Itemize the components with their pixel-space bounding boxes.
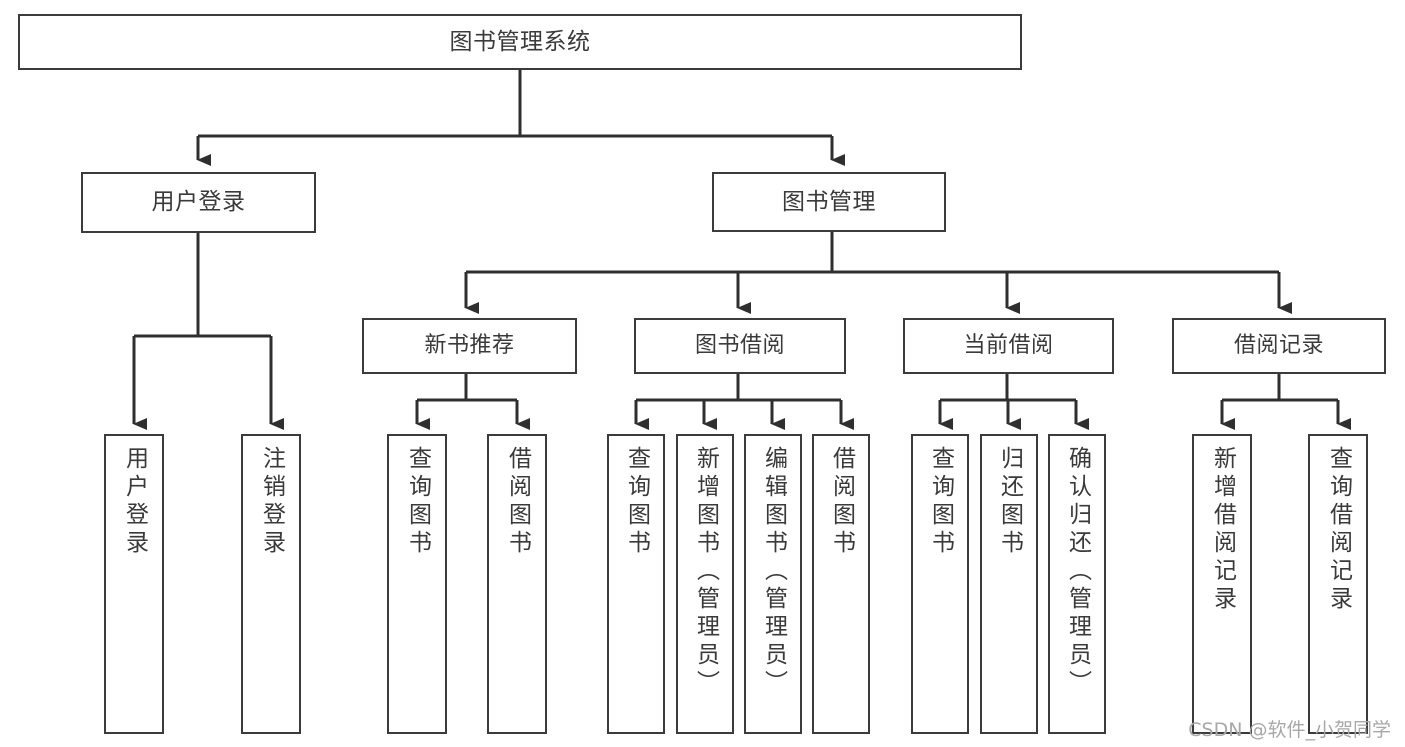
node-book-manage[interactable]: 图书管理 <box>712 172 946 232</box>
leaf-br-query-record[interactable]: 查询借阅记录 <box>1308 434 1368 734</box>
leaf-nb-borrow-book[interactable]: 借阅图书 <box>487 434 547 734</box>
node-new-book-recommend-label: 新书推荐 <box>424 333 515 359</box>
node-user-login-label: 用户登录 <box>151 189 246 216</box>
leaf-logout-label: 注销登录 <box>258 446 285 558</box>
leaf-nb-borrow-book-label: 借阅图书 <box>504 446 531 558</box>
leaf-nb-query-book-label: 查询图书 <box>404 446 431 558</box>
node-new-book-recommend[interactable]: 新书推荐 <box>362 318 577 374</box>
leaf-nb-query-book[interactable]: 查询图书 <box>387 434 447 734</box>
leaf-bb-edit-book[interactable]: 编辑图书（管理员） <box>744 434 802 734</box>
leaf-bb-query-book[interactable]: 查询图书 <box>607 434 665 734</box>
leaf-cb-confirm-return[interactable]: 确认归还（管理员） <box>1048 434 1106 734</box>
node-book-borrow-label: 图书借阅 <box>694 333 785 359</box>
node-borrow-record-label: 借阅记录 <box>1233 333 1324 359</box>
leaf-cb-return-book[interactable]: 归还图书 <box>980 434 1038 734</box>
leaf-user-login[interactable]: 用户登录 <box>104 434 164 734</box>
node-book-manage-label: 图书管理 <box>782 188 876 215</box>
watermark: CSDN @软件_小贺同学 <box>1188 719 1391 741</box>
node-user-login[interactable]: 用户登录 <box>81 172 316 233</box>
leaf-logout[interactable]: 注销登录 <box>241 434 301 734</box>
leaf-bb-add-book-label: 新增图书（管理员） <box>692 446 719 698</box>
leaf-br-query-record-label: 查询借阅记录 <box>1325 446 1352 614</box>
node-root-label: 图书管理系统 <box>449 28 591 55</box>
node-current-borrow-label: 当前借阅 <box>963 333 1054 359</box>
leaf-bb-add-book[interactable]: 新增图书（管理员） <box>676 434 734 734</box>
leaf-cb-query-book-label: 查询图书 <box>927 446 954 558</box>
leaf-bb-edit-book-label: 编辑图书（管理员） <box>760 446 787 698</box>
leaf-br-add-record-label: 新增借阅记录 <box>1209 446 1236 614</box>
node-borrow-record[interactable]: 借阅记录 <box>1172 318 1386 374</box>
leaf-bb-query-book-label: 查询图书 <box>623 446 650 558</box>
leaf-bb-borrow-book-label: 借阅图书 <box>828 446 855 558</box>
leaf-br-add-record[interactable]: 新增借阅记录 <box>1192 434 1252 734</box>
leaf-cb-query-book[interactable]: 查询图书 <box>911 434 969 734</box>
node-root[interactable]: 图书管理系统 <box>18 14 1022 70</box>
leaf-user-login-label: 用户登录 <box>121 446 148 558</box>
leaf-cb-confirm-return-label: 确认归还（管理员） <box>1064 446 1091 698</box>
leaf-bb-borrow-book[interactable]: 借阅图书 <box>812 434 870 734</box>
leaf-cb-return-book-label: 归还图书 <box>996 446 1023 558</box>
node-current-borrow[interactable]: 当前借阅 <box>903 318 1114 374</box>
node-book-borrow[interactable]: 图书借阅 <box>634 318 846 374</box>
